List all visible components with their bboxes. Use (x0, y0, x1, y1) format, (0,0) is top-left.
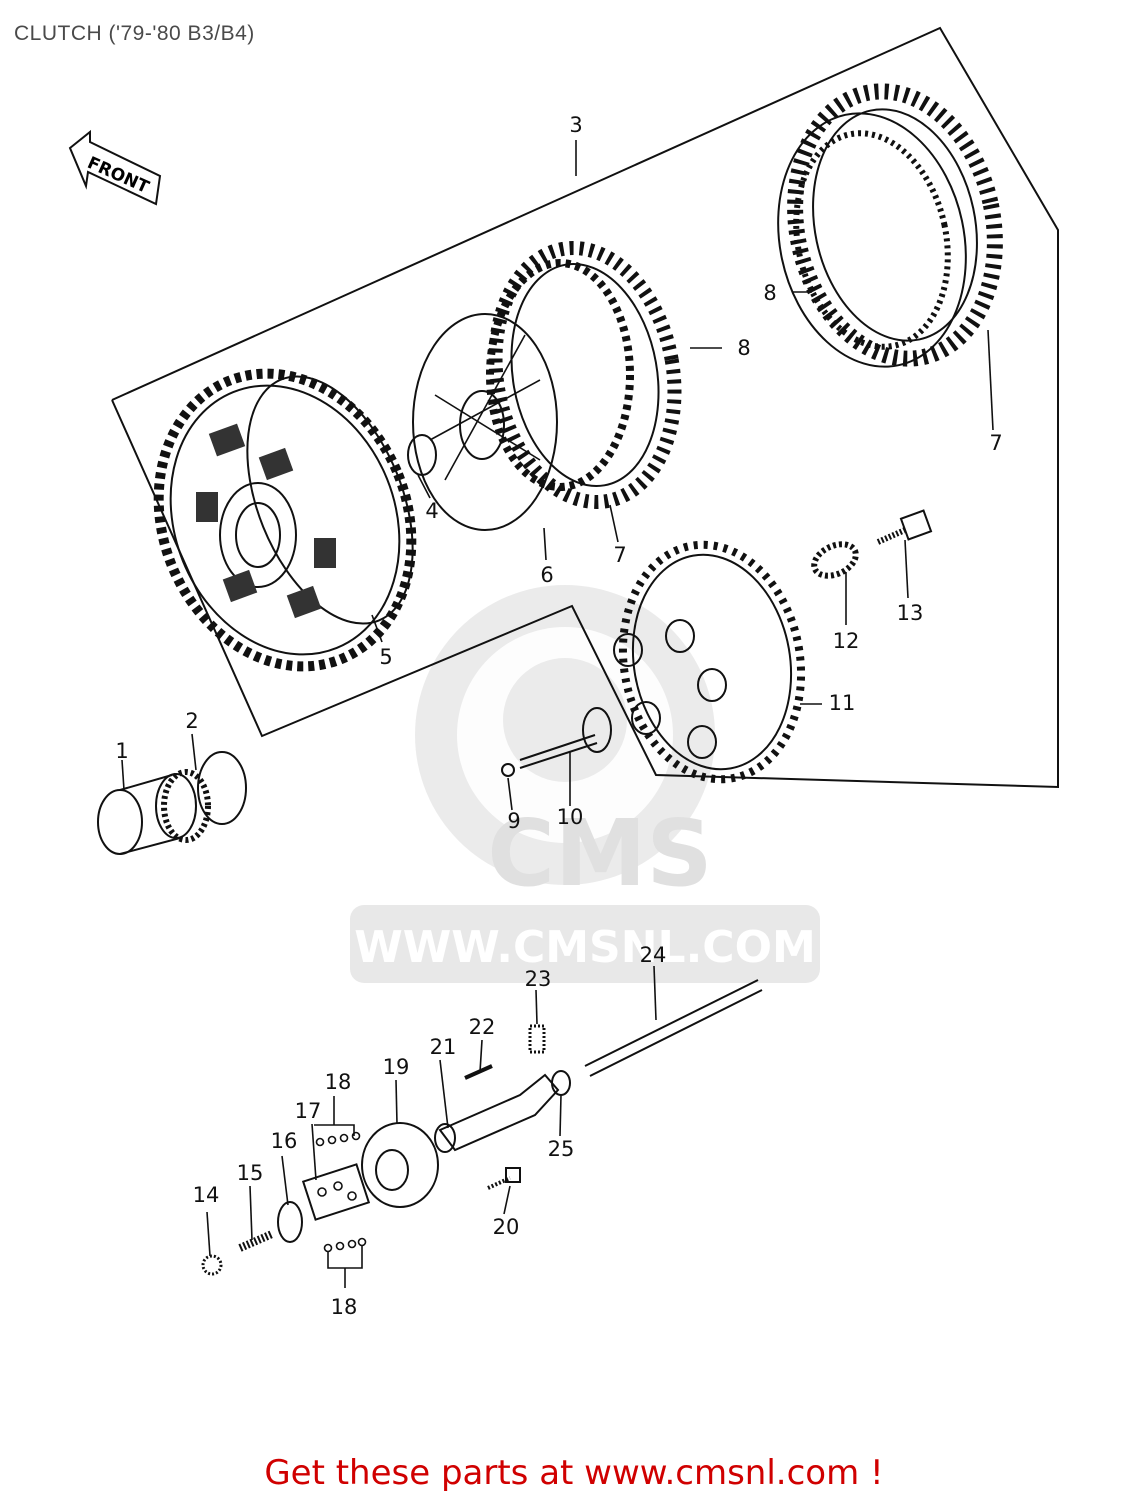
ball-retainer-part-17 (301, 1163, 371, 1221)
callout-19: 19 (383, 1055, 410, 1079)
group-outline-clutch-assembly (111, 26, 1059, 789)
front-arrow-icon: FRONT (68, 129, 162, 206)
cmsnl-watermark: CMS WWW.CMSNL.COM (350, 585, 820, 983)
pressure-plate-part-11 (613, 540, 806, 784)
set-screw-part-23 (528, 1024, 546, 1054)
callout-labels: 1 2 3 4 5 6 7 7 8 8 9 10 11 12 13 14 15 … (115, 113, 1002, 1319)
callout-15: 15 (237, 1161, 264, 1185)
friction-plate-part-7 (787, 83, 1003, 367)
callout-9: 9 (507, 809, 520, 833)
spring-part-12 (811, 541, 859, 579)
steel-balls-part-18-lower (323, 1237, 367, 1288)
callout-7-lower: 7 (613, 543, 626, 567)
needle-bearing-part-2 (161, 751, 247, 843)
callout-25: 25 (548, 1137, 575, 1161)
callout-18-lower: 18 (331, 1295, 358, 1319)
steel-ball-part-9 (501, 763, 515, 777)
o-ring-part-25 (551, 1070, 571, 1096)
holder-part-19 (361, 1122, 439, 1208)
callout-8-right: 8 (763, 281, 776, 305)
watermark-brand: CMS (487, 800, 712, 907)
leader-lines (121, 291, 994, 1257)
callout-16: 16 (271, 1129, 298, 1153)
spring-part-15 (238, 1230, 274, 1252)
promo-link-text[interactable]: Get these parts at www.cmsnl.com ! (264, 1453, 884, 1493)
callout-1: 1 (115, 739, 128, 763)
release-lever-part-21 (434, 1073, 560, 1153)
watermark-site: WWW.CMSNL.COM (354, 922, 816, 973)
callout-4: 4 (425, 499, 438, 523)
callout-24: 24 (640, 943, 667, 967)
callout-5: 5 (379, 645, 392, 669)
callout-18-upper: 18 (325, 1070, 352, 1094)
callout-7-right: 7 (989, 431, 1002, 455)
callout-12: 12 (833, 629, 860, 653)
callout-22: 22 (469, 1015, 496, 1039)
push-rod-part-10 (519, 707, 612, 769)
callout-3: 3 (569, 113, 582, 137)
callout-20: 20 (493, 1215, 520, 1239)
washer-part-4 (407, 434, 437, 476)
callout-8-middle: 8 (737, 336, 750, 360)
callout-14: 14 (193, 1183, 220, 1207)
steel-balls-part-18-upper (314, 1096, 361, 1147)
front-arrow-label: FRONT (84, 153, 152, 198)
screw-part-20 (487, 1167, 521, 1190)
callout-2: 2 (185, 709, 198, 733)
callout-21: 21 (430, 1035, 457, 1059)
release-rod-part-24 (584, 979, 763, 1077)
callout-10: 10 (557, 805, 584, 829)
diagram-title: CLUTCH ('79-'80 B3/B4) (14, 22, 255, 45)
callout-6: 6 (540, 563, 553, 587)
callout-23: 23 (525, 967, 552, 991)
callout-13: 13 (897, 601, 924, 625)
steel-plate-part-8 (777, 112, 967, 368)
callout-11: 11 (829, 691, 856, 715)
pin-part-22 (464, 1064, 493, 1080)
callout-17: 17 (295, 1099, 322, 1123)
clutch-plate-stack (488, 241, 682, 509)
clutch-housing-part-5 (153, 368, 417, 672)
bolt-part-13 (876, 509, 933, 545)
circlip-part-16 (277, 1201, 303, 1243)
nut-part-14 (201, 1254, 223, 1276)
